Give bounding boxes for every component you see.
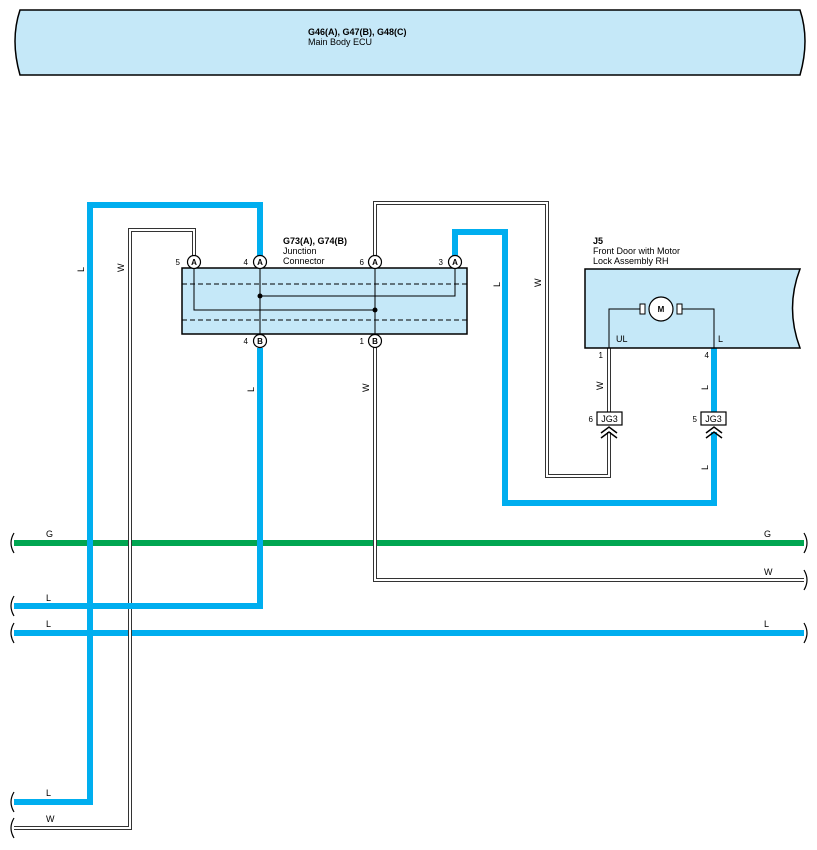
svg-text:4: 4	[244, 258, 249, 267]
svg-text:L: L	[246, 387, 256, 392]
bus-wires	[14, 345, 804, 636]
svg-text:L: L	[492, 282, 502, 287]
pin-a4: A 4	[244, 254, 268, 270]
junction-name-line1: Junction	[283, 246, 317, 256]
svg-text:JG3: JG3	[705, 414, 722, 424]
left-wires	[14, 202, 263, 830]
svg-text:4: 4	[705, 351, 710, 360]
connector-jg3-6: JG3 6	[589, 411, 623, 439]
svg-text:L: L	[700, 385, 710, 390]
svg-text:B: B	[257, 337, 263, 346]
svg-text:B: B	[372, 337, 378, 346]
junction-pins-top: A 5 A 4 A 6 A 3	[176, 254, 463, 270]
svg-text:1: 1	[360, 337, 365, 346]
motor-wires	[373, 201, 717, 506]
svg-text:W: W	[764, 567, 773, 577]
svg-text:W: W	[533, 278, 543, 287]
motor-pin-ul-label: UL	[616, 334, 628, 344]
main-body-ecu: G46(A), G47(B), G48(C) Main Body ECU	[14, 9, 806, 76]
motor-pin-l-label: L	[718, 334, 723, 344]
svg-text:5: 5	[693, 415, 698, 424]
junction-connector: G73(A), G74(B) Junction Connector	[181, 236, 468, 335]
door-lock-motor-assembly: J5 Front Door with Motor Lock Assembly R…	[584, 236, 802, 360]
svg-text:1: 1	[599, 351, 604, 360]
svg-text:G: G	[46, 529, 53, 539]
wire-labels: L W L W L W W L L G G W L L L L W	[46, 263, 773, 824]
pin-a6: A 6	[360, 254, 383, 270]
pin-b4: B 4	[244, 333, 268, 349]
connector-chevron-icon	[705, 426, 723, 439]
svg-text:M: M	[658, 305, 665, 314]
junction-pins-bottom: B 4 B 1	[244, 333, 383, 349]
svg-text:A: A	[452, 258, 458, 267]
svg-text:A: A	[191, 258, 197, 267]
wire-l-motor	[452, 229, 717, 506]
svg-text:W: W	[361, 383, 371, 392]
ecu-title: G46(A), G47(B), G48(C)	[308, 27, 407, 37]
motor-name-line1: Front Door with Motor	[593, 246, 680, 256]
connector-jg3-5: JG3 5	[693, 411, 727, 439]
svg-text:G: G	[764, 529, 771, 539]
pin-a3: A 3	[439, 254, 463, 270]
bus-end-marks	[10, 532, 808, 839]
svg-text:4: 4	[244, 337, 249, 346]
svg-text:L: L	[46, 619, 51, 629]
svg-text:A: A	[257, 258, 263, 267]
svg-text:6: 6	[589, 415, 594, 424]
svg-text:5: 5	[176, 258, 181, 267]
motor-icon	[648, 296, 674, 322]
motor-name-line2: Lock Assembly RH	[593, 256, 669, 266]
svg-text:A: A	[372, 258, 378, 267]
svg-text:W: W	[116, 263, 126, 272]
wire-w-motor	[373, 201, 611, 478]
junction-name-line2: Connector	[283, 256, 325, 266]
svg-text:W: W	[595, 381, 605, 390]
junction-title: G73(A), G74(B)	[283, 236, 347, 246]
svg-text:L: L	[76, 267, 86, 272]
wire-w-long	[14, 228, 196, 830]
wire-l-b4	[14, 348, 263, 609]
svg-text:3: 3	[439, 258, 444, 267]
ecu-name: Main Body ECU	[308, 37, 372, 47]
pin-a5: A 5	[176, 254, 202, 270]
svg-text:L: L	[700, 465, 710, 470]
svg-text:6: 6	[360, 258, 365, 267]
connector-chevron-icon	[600, 426, 618, 439]
svg-text:L: L	[46, 788, 51, 798]
pin-b1: B 1	[360, 333, 383, 349]
svg-text:W: W	[46, 814, 55, 824]
svg-text:JG3: JG3	[601, 414, 618, 424]
wire-l-long	[14, 202, 263, 805]
svg-text:L: L	[764, 619, 769, 629]
svg-text:L: L	[46, 593, 51, 603]
motor-title: J5	[593, 236, 603, 246]
